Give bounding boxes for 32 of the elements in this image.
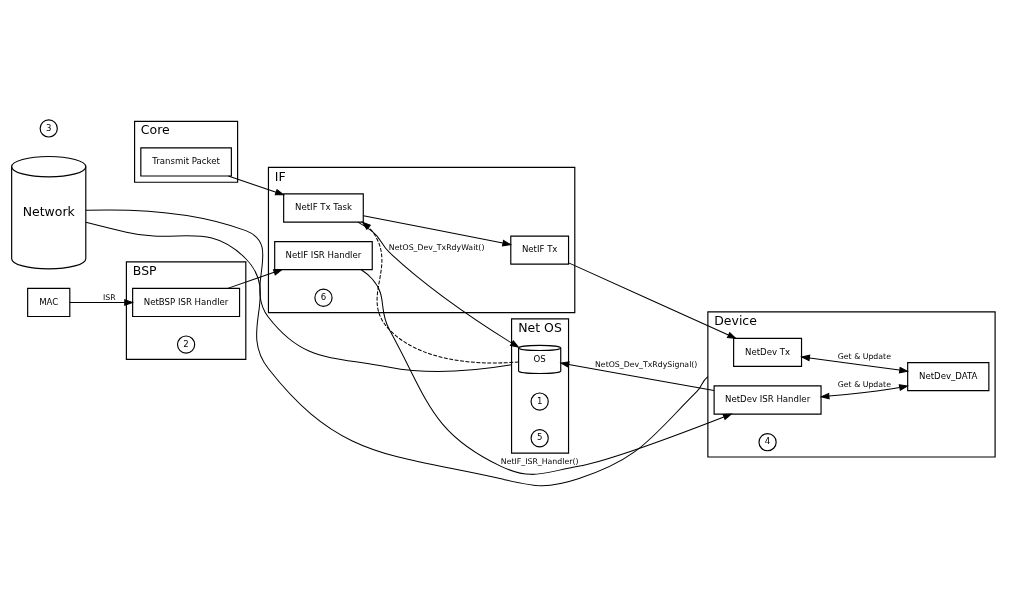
connector (85, 209, 513, 372)
arrow (227, 175, 285, 196)
node-circle: 3 (39, 119, 58, 138)
node-box: NetBSP ISR Handler (132, 287, 241, 318)
arrow (69, 299, 135, 306)
edge-label: NetIF_ISR_Handler() (500, 457, 579, 467)
arrow (227, 269, 284, 289)
node-circle: 5 (530, 429, 549, 448)
arrow (819, 384, 909, 400)
arrow (360, 269, 733, 475)
node-box: NetIF ISR Handler (274, 240, 373, 271)
node-circle: 6 (314, 288, 333, 307)
node-box: Transmit Packet (140, 147, 232, 177)
edge-label: NetOS_Dev_TxRdySignal() (595, 360, 698, 370)
node-box: NetDev ISR Handler (713, 385, 822, 415)
node-box: NetIF Tx (510, 235, 570, 265)
node-circle: 2 (176, 335, 196, 354)
arrow (568, 262, 738, 339)
edge-label: ISR (102, 293, 116, 303)
node-circle: 1 (530, 392, 549, 411)
connector (85, 221, 709, 487)
arrow (559, 361, 715, 392)
node-box: NetDev Tx (733, 337, 803, 368)
edge-label: Get & Update (837, 379, 891, 389)
arrow (362, 215, 513, 247)
node-box: NetIF Tx Task (283, 193, 364, 223)
edge-label: NetOS_Dev_TxRdyWait() (388, 243, 485, 253)
node-box: NetDev_DATA (907, 361, 990, 392)
node-box: MAC (27, 287, 71, 318)
node-circle: 4 (758, 433, 777, 452)
edge-label: Get & Update (837, 352, 891, 362)
arrow (800, 354, 909, 374)
